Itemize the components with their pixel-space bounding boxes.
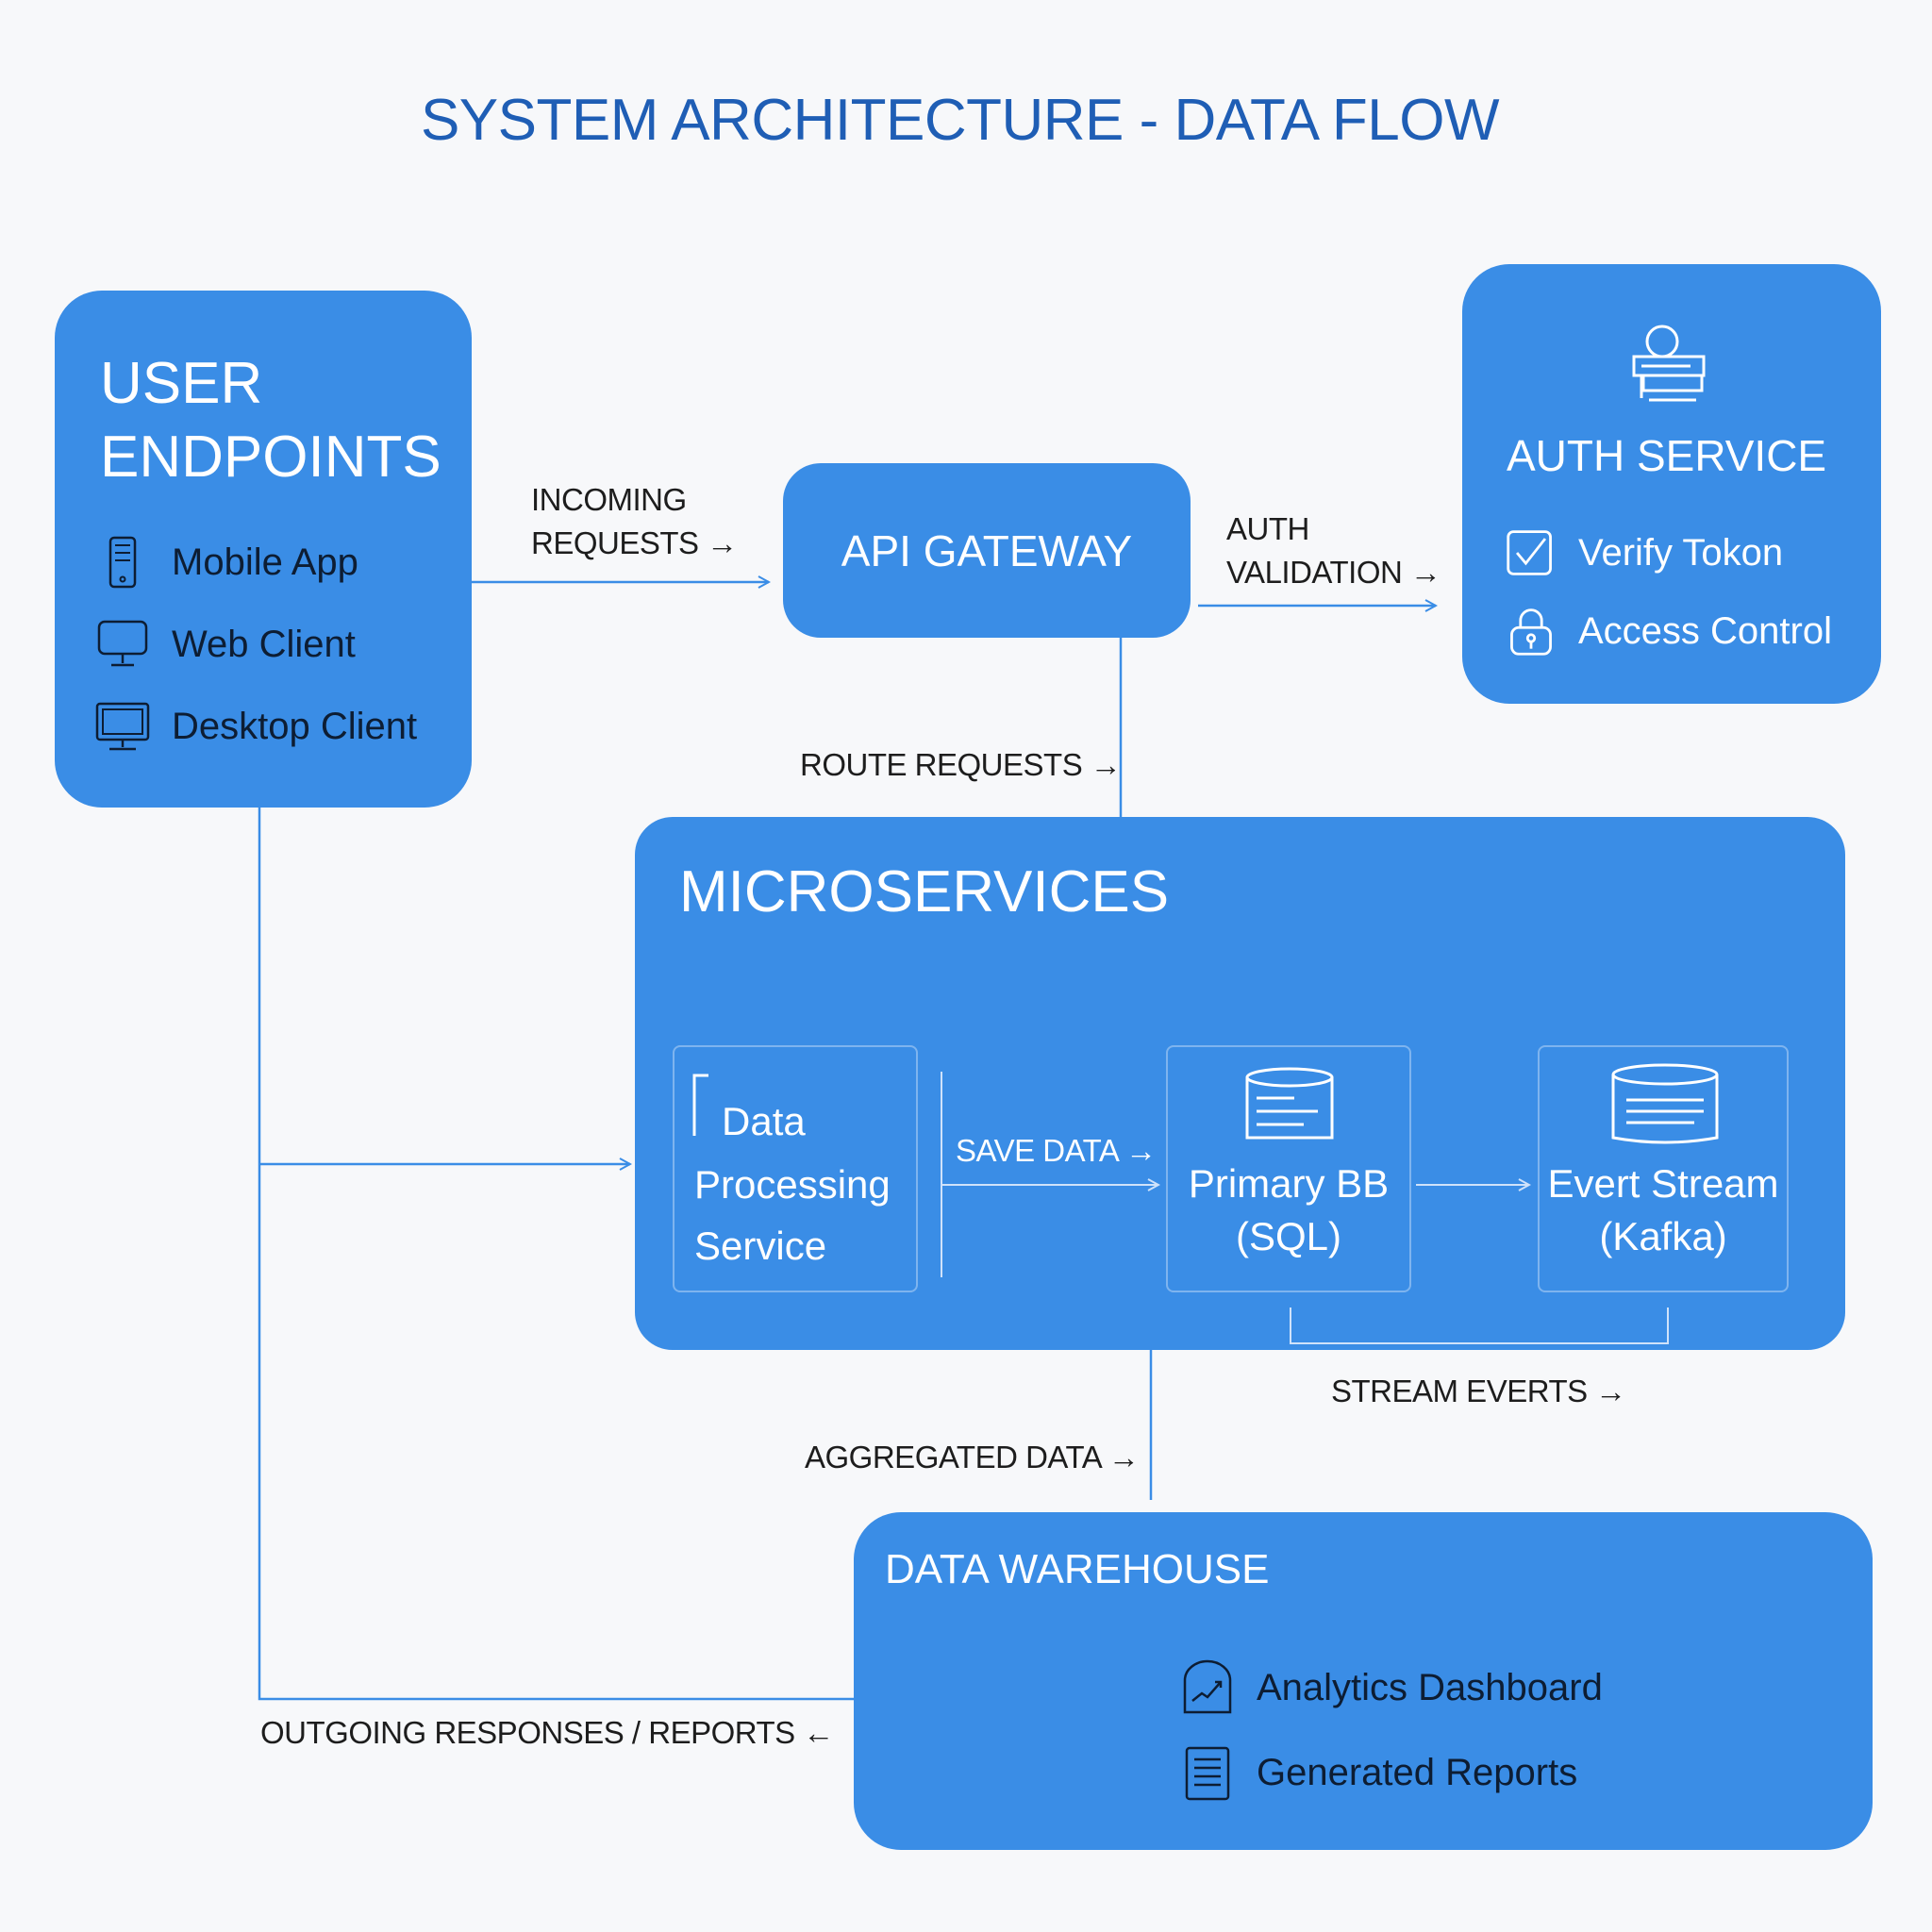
edge-label-incoming-requests: INCOMING REQUESTS → xyxy=(531,482,738,560)
edge-label-aggregated-data: AGGREGATED DATA → xyxy=(805,1440,1140,1474)
analytics-chart-icon xyxy=(1183,1659,1232,1714)
user-item-desktop-client: Desktop Client xyxy=(94,698,417,755)
user-item-mobile-app: Mobile App xyxy=(94,534,358,591)
user-item-web-client: Web Client xyxy=(94,616,356,673)
edge-label-auth-validation: AUTH VALIDATION → xyxy=(1226,511,1441,590)
edge-user-trunk xyxy=(258,808,854,1701)
auth-item-access-control: Access Control xyxy=(1505,605,1832,658)
api-gateway-title: API GATEWAY xyxy=(841,525,1133,575)
auth-item-label: Verify Tokon xyxy=(1578,531,1784,574)
database-icon xyxy=(1245,1067,1334,1140)
data-warehouse-box: DATA WAREHOUSE Analytics Dashboard Gener… xyxy=(854,1512,1873,1850)
user-item-label: Mobile App xyxy=(172,541,358,583)
microservices-box: MICROSERVICES Data Processing Service Pr… xyxy=(635,817,1845,1350)
edge-label-save-data: SAVE DATA → xyxy=(956,1133,1157,1168)
auth-item-verify-token: Verify Tokon xyxy=(1505,526,1783,579)
corner-bracket-icon xyxy=(692,1074,708,1136)
data-processing-line1: Data xyxy=(722,1099,806,1143)
warehouse-item-label: Analytics Dashboard xyxy=(1257,1666,1603,1708)
padlock-icon xyxy=(1510,608,1552,656)
user-endpoints-title: USER ENDPOINTS xyxy=(100,351,441,490)
user-id-badge-icon xyxy=(1632,325,1706,402)
user-item-label: Desktop Client xyxy=(172,705,418,747)
api-gateway-box: API GATEWAY xyxy=(783,463,1191,638)
auth-item-label: Access Control xyxy=(1578,609,1832,652)
primary-db: Primary BB (SQL) xyxy=(1166,1045,1411,1292)
warehouse-item-analytics: Analytics Dashboard xyxy=(1179,1659,1603,1716)
primary-db-line1: Primary BB xyxy=(1188,1161,1390,1206)
edge-label-stream-events: STREAM EVERTS → xyxy=(1331,1374,1626,1408)
desktop-computer-icon xyxy=(95,702,150,751)
user-endpoints-box: USER ENDPOINTS Mobile App Web Client Des… xyxy=(55,291,472,808)
event-stream-line1: Evert Stream xyxy=(1547,1161,1779,1206)
database-icon xyxy=(1611,1063,1719,1144)
warehouse-item-label: Generated Reports xyxy=(1257,1751,1578,1793)
edge-stream-bracket xyxy=(1290,1307,1669,1344)
user-item-label: Web Client xyxy=(172,623,356,665)
microservices-inner-connectors xyxy=(941,1072,1669,1344)
warehouse-item-reports: Generated Reports xyxy=(1179,1744,1577,1801)
event-stream: Evert Stream (Kafka) xyxy=(1538,1045,1789,1292)
auth-service-title: AUTH SERVICE xyxy=(1507,431,1827,480)
monitor-icon xyxy=(97,620,148,667)
checkbox-check-icon xyxy=(1507,530,1552,575)
primary-db-line2: (SQL) xyxy=(1235,1214,1341,1258)
edge-label-outgoing-responses: OUTGOING RESPONSES / REPORTS ← xyxy=(260,1715,834,1750)
event-stream-line2: (Kafka) xyxy=(1599,1214,1727,1258)
data-processing-service: Data Processing Service xyxy=(673,1045,918,1292)
diagram-title: SYSTEM ARCHITECTURE - DATA FLOW xyxy=(420,88,1500,153)
data-processing-line3: Service xyxy=(694,1224,827,1268)
report-document-icon xyxy=(1185,1746,1230,1801)
mobile-phone-icon xyxy=(108,536,137,589)
data-processing-line2: Processing xyxy=(694,1162,891,1207)
data-warehouse-title: DATA WAREHOUSE xyxy=(885,1546,1270,1592)
microservices-title: MICROSERVICES xyxy=(679,859,1170,924)
edge-label-route-requests: ROUTE REQUESTS → xyxy=(800,747,1122,782)
auth-service-box: AUTH SERVICE Verify Tokon Access Control xyxy=(1462,264,1881,704)
